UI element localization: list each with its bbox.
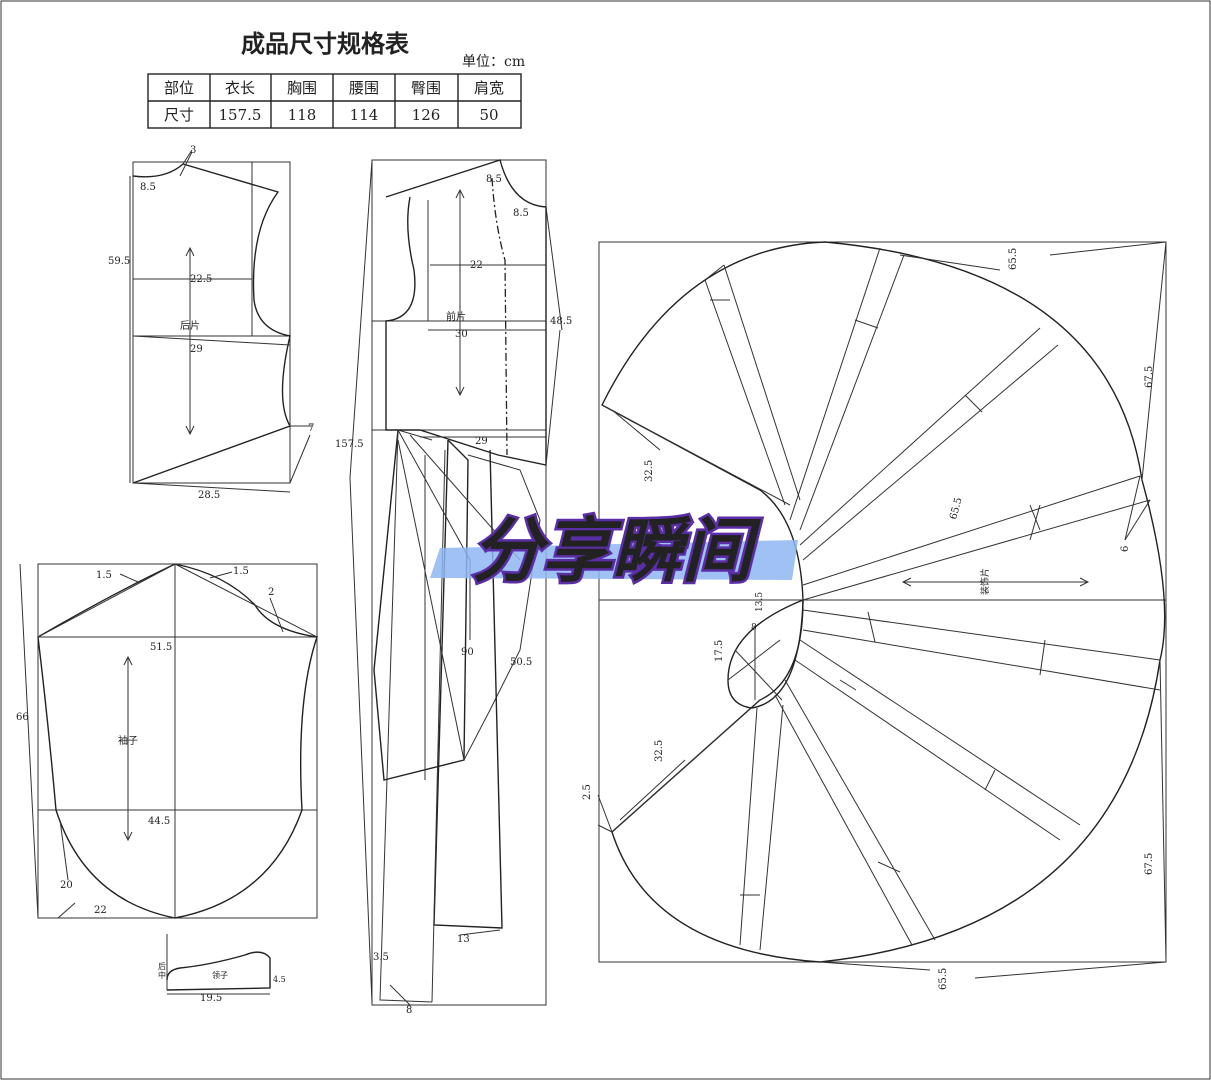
spec-table: 部位 衣长 胸围 腰围 臀围 肩宽 尺寸 157.5 118 114 126 5…: [147, 73, 522, 129]
collar-label: 后: [158, 961, 166, 971]
table-cell: 126: [412, 106, 441, 124]
dim-label: 7: [308, 423, 314, 434]
dim-label: 29: [475, 436, 488, 447]
table-header-cell: 衣长: [225, 79, 255, 97]
dim-label: 50.5: [510, 657, 532, 668]
table-header-cell: 肩宽: [474, 79, 504, 97]
dim-label: 90: [461, 647, 474, 658]
dim-label: 51.5: [150, 642, 172, 653]
dim-label: 13: [457, 934, 470, 945]
table-cell: 114: [350, 106, 379, 124]
table-header-cell: 部位: [164, 79, 194, 97]
dim-label: 157.5: [335, 439, 364, 450]
dim-label: 65.5: [948, 496, 964, 520]
dim-label: 22.5: [190, 274, 212, 285]
dim-label: 2: [268, 587, 274, 598]
table-header-cell: 腰围: [349, 79, 379, 97]
dim-label: 3.5: [373, 952, 389, 963]
front-piece: 8.5 8.5 22 48.5 前片 30 157.5 29 90 50.5 1…: [335, 159, 572, 1016]
watermark: 分享瞬间: [430, 508, 798, 595]
decor-piece: 65.5 67.5 32.5 65.5 6 装饰片 13.5 17.5 8 32…: [582, 241, 1167, 990]
table-cell: 157.5: [219, 106, 262, 124]
dim-label: 1.5: [96, 570, 112, 581]
dim-label: 67.5: [1144, 366, 1155, 388]
unit-label: 单位：cm: [462, 54, 525, 70]
dim-label: 65.5: [938, 968, 949, 990]
dim-label: 29: [190, 344, 203, 355]
dim-label: 32.5: [644, 460, 655, 482]
piece-name: 袖子: [118, 734, 138, 747]
dim-label: 20: [60, 880, 73, 891]
dim-label: 4.5: [273, 975, 286, 984]
dim-label: 13.5: [755, 592, 765, 612]
dim-label: 28.5: [198, 490, 220, 501]
piece-name: 领子: [212, 970, 228, 980]
dim-label: 8.5: [486, 174, 502, 185]
piece-name: 前片: [446, 310, 466, 323]
dim-label: 3: [190, 145, 196, 156]
dim-label: 65.5: [1008, 248, 1019, 270]
dim-label: 32.5: [654, 740, 665, 762]
dim-label: 2.5: [582, 784, 593, 800]
table-header-cell: 胸围: [287, 79, 317, 97]
dim-label: 48.5: [550, 316, 572, 327]
dim-label: 8.5: [140, 182, 156, 193]
dim-label: 67.5: [1144, 853, 1155, 875]
piece-name: 后片: [180, 319, 200, 332]
dim-label: 17.5: [714, 640, 725, 662]
dim-label: 8.5: [513, 208, 529, 219]
dim-label: 66: [16, 712, 29, 723]
collar-label: 中: [158, 970, 166, 980]
table-header-cell: 臀围: [411, 79, 441, 97]
table-cell: 118: [288, 106, 317, 124]
dim-label: 8: [751, 623, 757, 633]
collar-piece: 后 中 领子 19.5 4.5: [158, 934, 286, 1004]
dim-label: 59.5: [108, 256, 130, 267]
dim-label: 19.5: [200, 993, 222, 1004]
dim-label: 22: [94, 905, 107, 916]
dim-label: 6: [1120, 546, 1131, 552]
watermark-text: 分享瞬间: [472, 510, 762, 592]
dim-label: 30: [455, 329, 468, 340]
dim-label: 8: [406, 1005, 412, 1016]
sleeve-piece: 1.5 1.5 2 51.5 66 袖子 44.5 20 22: [16, 563, 318, 919]
table-cell: 尺寸: [164, 106, 194, 124]
back-piece: 3 8.5 59.5 22.5 后片 29 7 28.5: [108, 145, 314, 501]
page-title: 成品尺寸规格表: [241, 30, 410, 58]
dim-label: 1.5: [233, 566, 249, 577]
piece-name: 装饰片: [979, 568, 991, 595]
dim-label: 44.5: [148, 816, 170, 827]
table-cell: 50: [479, 106, 498, 124]
dim-label: 22: [470, 260, 483, 271]
